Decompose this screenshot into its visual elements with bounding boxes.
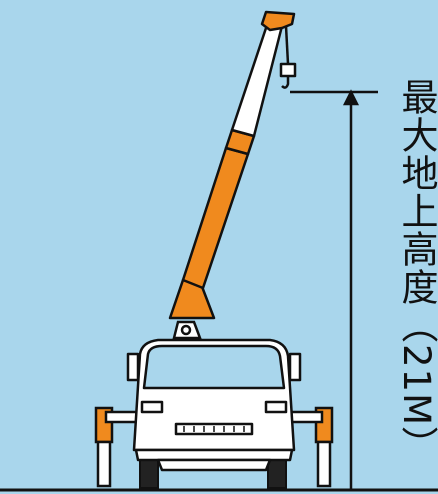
height-dimension [290,89,378,490]
right-outrigger [280,406,334,488]
crane-boom [168,10,297,320]
truck-cab [126,338,302,472]
max-height-label: 最大地上高度（21M） [395,78,438,465]
crane-turret [172,320,202,340]
left-outrigger [94,406,150,488]
